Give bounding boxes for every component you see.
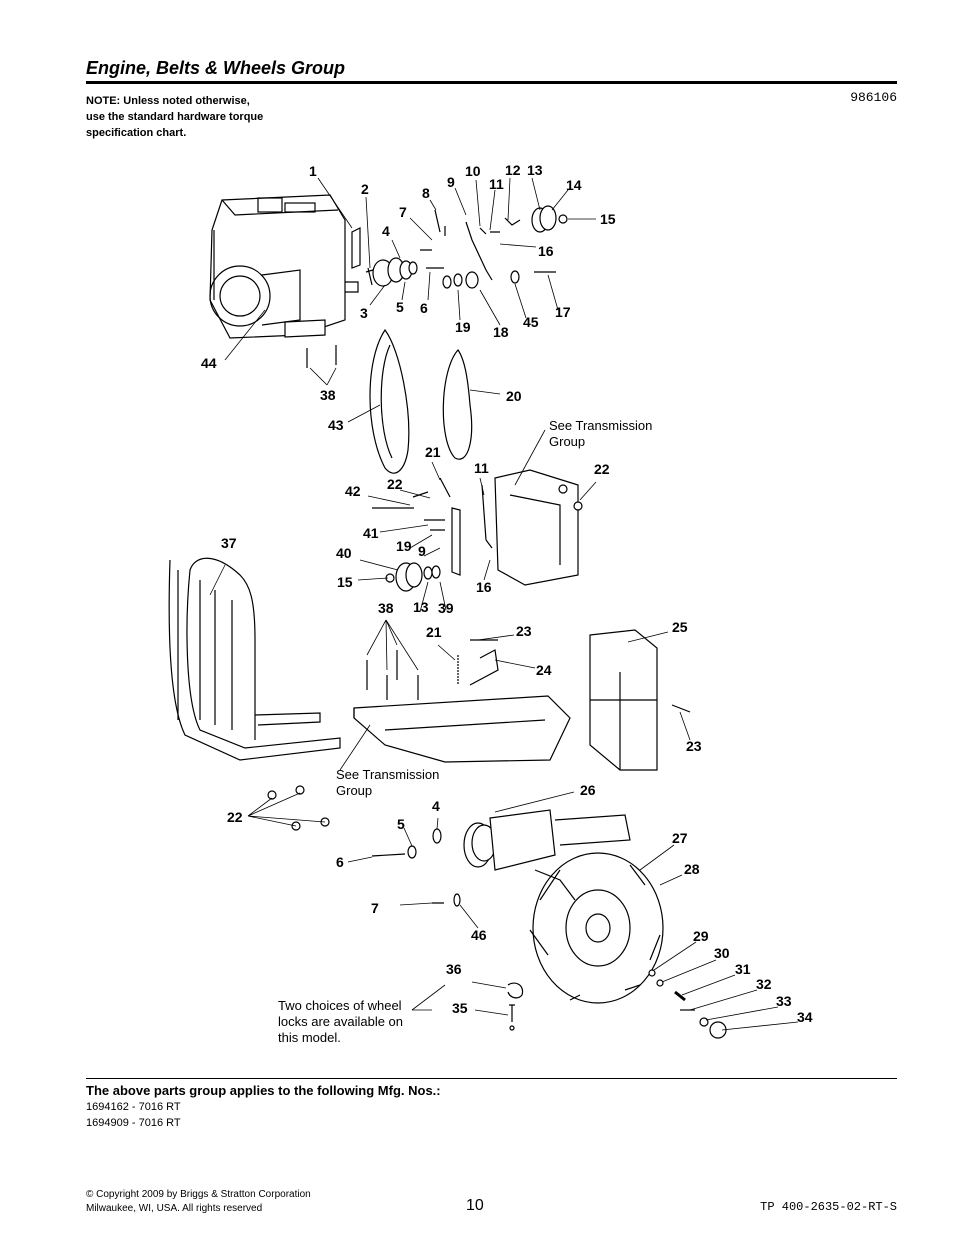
part-label: 6 <box>420 300 428 316</box>
page-number: 10 <box>466 1197 484 1214</box>
part-label: 17 <box>555 304 571 320</box>
callout-text: See Transmission <box>336 767 439 782</box>
part-labels: 1 2 3 4 5 6 7 8 9 10 11 12 13 14 15 16 1… <box>201 162 813 1025</box>
part-label: 22 <box>387 476 403 492</box>
part-label: 21 <box>425 444 441 460</box>
part-label: 37 <box>221 535 237 551</box>
part-label: 11 <box>489 176 504 192</box>
part-label: 12 <box>505 162 521 178</box>
torque-note-line: NOTE: Unless noted otherwise, <box>86 95 250 107</box>
part-label: 38 <box>378 600 394 616</box>
part-label: 35 <box>452 1000 468 1016</box>
part-label: 40 <box>336 545 352 561</box>
part-label: 14 <box>566 177 582 193</box>
part-label: 22 <box>594 461 610 477</box>
part-label: 11 <box>474 460 489 476</box>
applies-heading: The above parts group applies to the fol… <box>86 1083 441 1098</box>
copyright: © Copyright 2009 by Briggs & Stratton Co… <box>86 1188 311 1216</box>
tire-illustration <box>529 852 664 1004</box>
part-label: 8 <box>422 185 430 201</box>
part-label: 19 <box>396 538 412 554</box>
part-label: 6 <box>336 854 344 870</box>
part-label: 45 <box>523 314 539 330</box>
part-label: 7 <box>371 900 379 916</box>
part-label: 1 <box>309 163 317 179</box>
mfg-number: 1694909 - 7016 RT <box>86 1117 181 1129</box>
copyright-line: © Copyright 2009 by Briggs & Stratton Co… <box>86 1189 311 1200</box>
part-label: 13 <box>527 162 543 178</box>
callout-text: locks are available on <box>278 1014 403 1029</box>
handlebar-illustration <box>168 557 341 761</box>
mfg-number: 1694162 - 7016 RT <box>86 1101 181 1113</box>
part-label: 33 <box>776 993 792 1009</box>
part-label: 44 <box>201 355 217 371</box>
part-label: 41 <box>363 525 379 541</box>
part-label: 5 <box>397 816 405 832</box>
part-label: 13 <box>413 599 429 615</box>
tp-number: TP 400-2635-02-RT-S <box>760 1200 897 1214</box>
copyright-line: Milwaukee, WI, USA. All rights reserved <box>86 1203 263 1214</box>
part-label: 23 <box>686 738 702 754</box>
part-label: 36 <box>446 961 462 977</box>
part-label: 3 <box>360 305 368 321</box>
part-label: 2 <box>361 181 369 197</box>
part-label: 28 <box>684 861 700 877</box>
engine-illustration <box>209 194 359 339</box>
part-label: 42 <box>345 483 361 499</box>
diagram-number: 986106 <box>850 90 897 105</box>
part-label: 15 <box>600 211 616 227</box>
callout-text: Two choices of wheel <box>278 998 402 1013</box>
part-label: 38 <box>320 387 336 403</box>
part-label: 5 <box>396 299 404 315</box>
part-label: 16 <box>538 243 554 259</box>
part-label: 18 <box>493 324 509 340</box>
part-label: 10 <box>465 163 481 179</box>
part-label: 39 <box>438 600 454 616</box>
callout-see-transmission-2: See Transmission Group <box>336 767 439 798</box>
part-label: 9 <box>447 174 455 190</box>
callout-text: Group <box>336 783 372 798</box>
part-label: 25 <box>672 619 688 635</box>
part-label: 46 <box>471 927 487 943</box>
header-rule <box>86 81 897 84</box>
part-label: 26 <box>580 782 596 798</box>
part-label: 43 <box>328 417 344 433</box>
part-label: 7 <box>399 204 407 220</box>
torque-note-line: use the standard hardware torque <box>86 111 264 123</box>
part-label: 21 <box>426 624 442 640</box>
part-label: 24 <box>536 662 552 678</box>
callout-wheel-locks: Two choices of wheel locks are available… <box>278 998 403 1045</box>
callout-text: See Transmission <box>549 418 652 433</box>
callout-text: this model. <box>278 1030 341 1045</box>
torque-note: NOTE: Unless noted otherwise, use the st… <box>86 93 316 141</box>
part-label: 29 <box>693 928 709 944</box>
part-label: 20 <box>506 388 522 404</box>
transmission-pulley-illustration <box>463 809 631 871</box>
part-label: 4 <box>432 798 440 814</box>
part-label: 30 <box>714 945 730 961</box>
torque-note-line: specification chart. <box>86 127 187 139</box>
part-label: 32 <box>756 976 772 992</box>
callout-text: Group <box>549 434 585 449</box>
part-label: 15 <box>337 574 353 590</box>
page-title: Engine, Belts & Wheels Group <box>86 58 346 78</box>
part-label: 23 <box>516 623 532 639</box>
part-label: 27 <box>672 830 688 846</box>
part-label: 22 <box>227 809 243 825</box>
part-label: 31 <box>735 961 751 977</box>
part-label: 9 <box>418 543 426 559</box>
callout-see-transmission-1: See Transmission Group <box>549 418 652 449</box>
part-label: 19 <box>455 319 471 335</box>
footer-rule <box>86 1078 897 1079</box>
part-label: 4 <box>382 223 390 239</box>
part-label: 34 <box>797 1009 813 1025</box>
part-label: 16 <box>476 579 492 595</box>
